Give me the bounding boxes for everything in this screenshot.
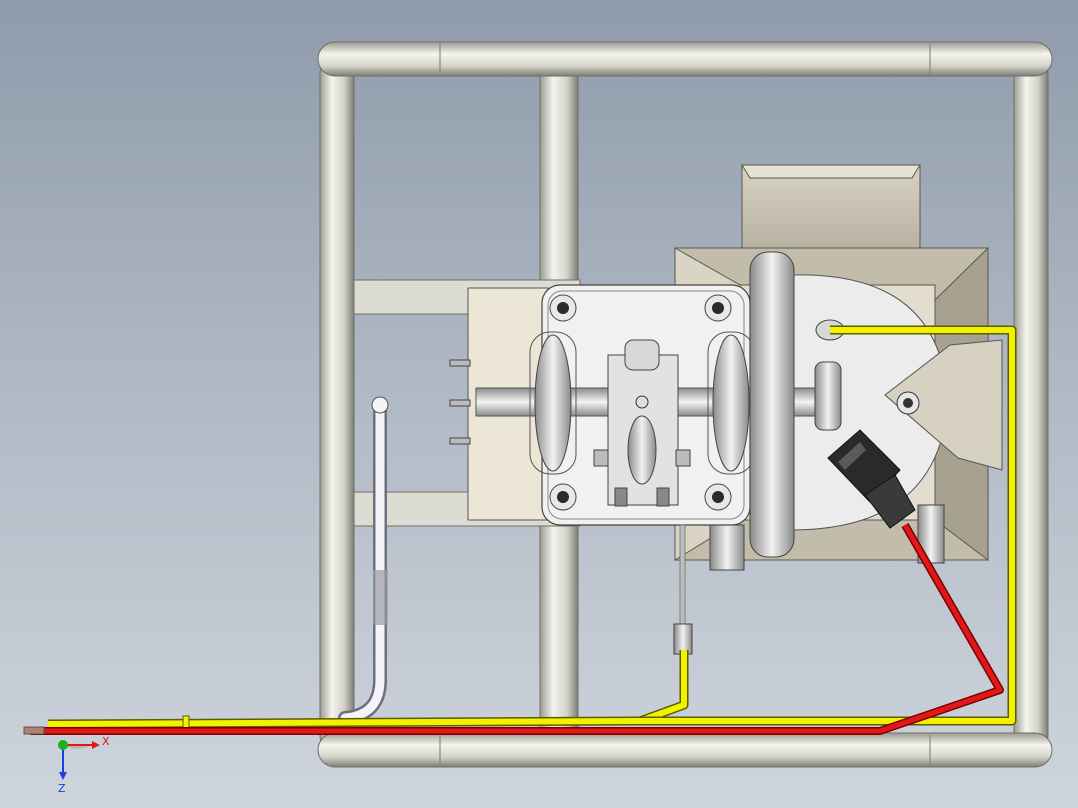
red-cable[interactable] xyxy=(23,523,1004,735)
gauge-stem[interactable] xyxy=(673,524,693,655)
coupling-flange[interactable] xyxy=(749,251,842,558)
y-axis-dot xyxy=(58,740,68,750)
z-axis-label: Z xyxy=(58,782,66,795)
x-axis-label: X xyxy=(102,735,110,748)
coordinate-triad: X Z xyxy=(58,735,110,795)
cable-gland[interactable] xyxy=(827,429,916,529)
suction-hose[interactable] xyxy=(338,396,389,725)
motor-end-bell[interactable] xyxy=(709,274,1003,571)
yellow-pipe[interactable] xyxy=(47,325,1017,731)
tube-frame[interactable] xyxy=(317,41,1053,768)
